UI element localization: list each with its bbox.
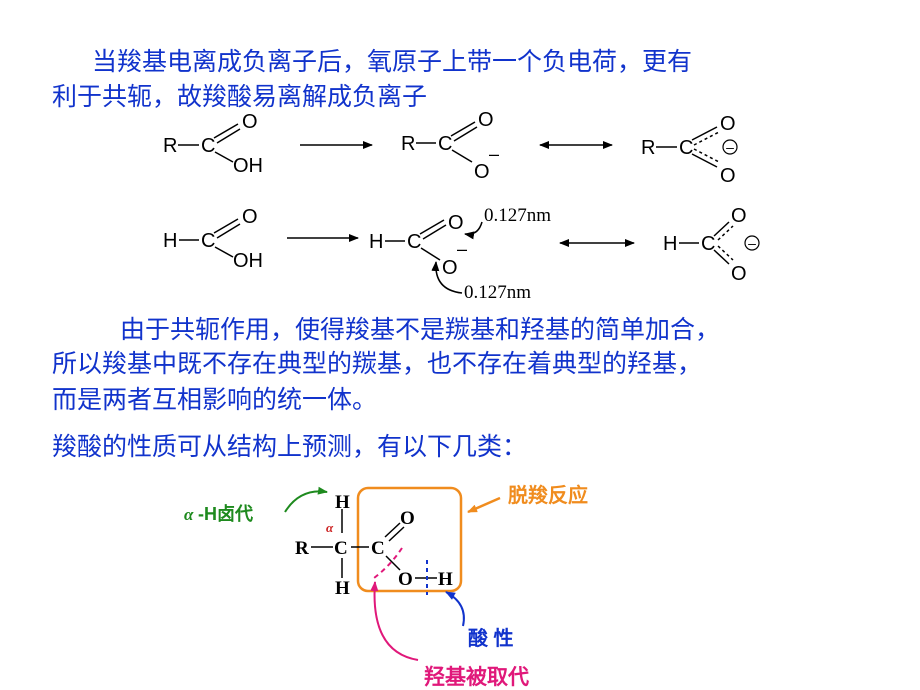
decarboxylation-label: 脱羧反应 [508, 483, 588, 507]
row1-anion-structure: R C O O – [401, 109, 499, 183]
atom-o-single: O [398, 569, 413, 590]
explanation-line-3: 而是两者互相影响的统一体。 [52, 385, 378, 414]
atom-o-minus: O [442, 257, 458, 279]
row2-delocalized-structure: H C O O – [663, 205, 760, 285]
charge-delocalized: – [748, 235, 756, 251]
row1-acid-structure: R C O OH [163, 111, 263, 177]
acidity-label: 酸 性 [468, 626, 514, 650]
atom-o-minus: O [474, 161, 490, 183]
atom-c: C [701, 233, 715, 255]
atom-o: O [731, 205, 747, 227]
atom-c: C [679, 137, 693, 159]
atom-o-double: O [400, 508, 415, 529]
atom-h-bottom: H [335, 578, 350, 599]
atom-o: O [731, 263, 747, 285]
row2-acid-structure: H C O OH [163, 206, 263, 272]
row2-anion-structure: H C O O – [369, 212, 483, 294]
atom-r: R [641, 137, 655, 159]
resonance-scheme: R C O OH R C O O – R C O O – H C [163, 109, 760, 303]
atom-c: C [438, 133, 452, 155]
hydroxyl-substitution-label: 羟基被取代 [424, 665, 529, 689]
intro-line-2: 利于共轭，故羧酸易离解成负离子 [52, 82, 428, 111]
properties-intro: 羧酸的性质可从结构上预测，有以下几类： [52, 432, 528, 461]
intro-line-1: 当羧基电离成负离子后，氧原子上带一个负电荷，更有 [92, 47, 693, 76]
atom-c-alpha: C [334, 538, 348, 559]
row1-delocalized-structure: R C O O – [641, 113, 738, 187]
bond-length-bottom: 0.127nm [464, 282, 531, 303]
atom-h: H [369, 231, 383, 253]
atom-h: H [663, 233, 677, 255]
atom-o: O [242, 111, 258, 133]
alpha-marker: α [326, 520, 334, 535]
reactivity-diagram: R C C H H O O H α α -H卤代 脱羧反应 酸 性 羟基被取代 [184, 483, 588, 689]
atom-oh: OH [233, 155, 263, 177]
atom-oh: OH [233, 250, 263, 272]
atom-c: C [201, 135, 215, 157]
alpha-h-halogenation-label: -H卤代 [198, 503, 253, 524]
atom-h-top: H [335, 492, 350, 513]
atom-h: H [163, 230, 177, 252]
atom-c: C [407, 231, 421, 253]
atom-o: O [478, 109, 494, 131]
charge-minus: – [489, 144, 499, 164]
atom-o: O [720, 165, 736, 187]
atom-o: O [242, 206, 258, 228]
explanation-line-2: 所以羧基中既不存在典型的羰基，也不存在着典型的羟基， [52, 349, 703, 378]
alpha-h-symbol: α [184, 505, 194, 524]
atom-c-carboxyl: C [371, 538, 385, 559]
atom-r: R [295, 538, 309, 559]
explanation-line-1: 由于共轭作用，使得羧基不是羰基和羟基的简单加合， [120, 315, 721, 344]
atom-r: R [401, 133, 415, 155]
charge-minus: – [457, 239, 467, 259]
atom-o: O [448, 212, 464, 234]
carboxyl-highlight-box [356, 486, 463, 593]
charge-delocalized: – [726, 139, 734, 155]
atom-o: O [720, 113, 736, 135]
atom-c: C [201, 230, 215, 252]
atom-h-acid: H [438, 569, 453, 590]
bond-length-top: 0.127nm [484, 205, 551, 226]
atom-r: R [163, 135, 177, 157]
